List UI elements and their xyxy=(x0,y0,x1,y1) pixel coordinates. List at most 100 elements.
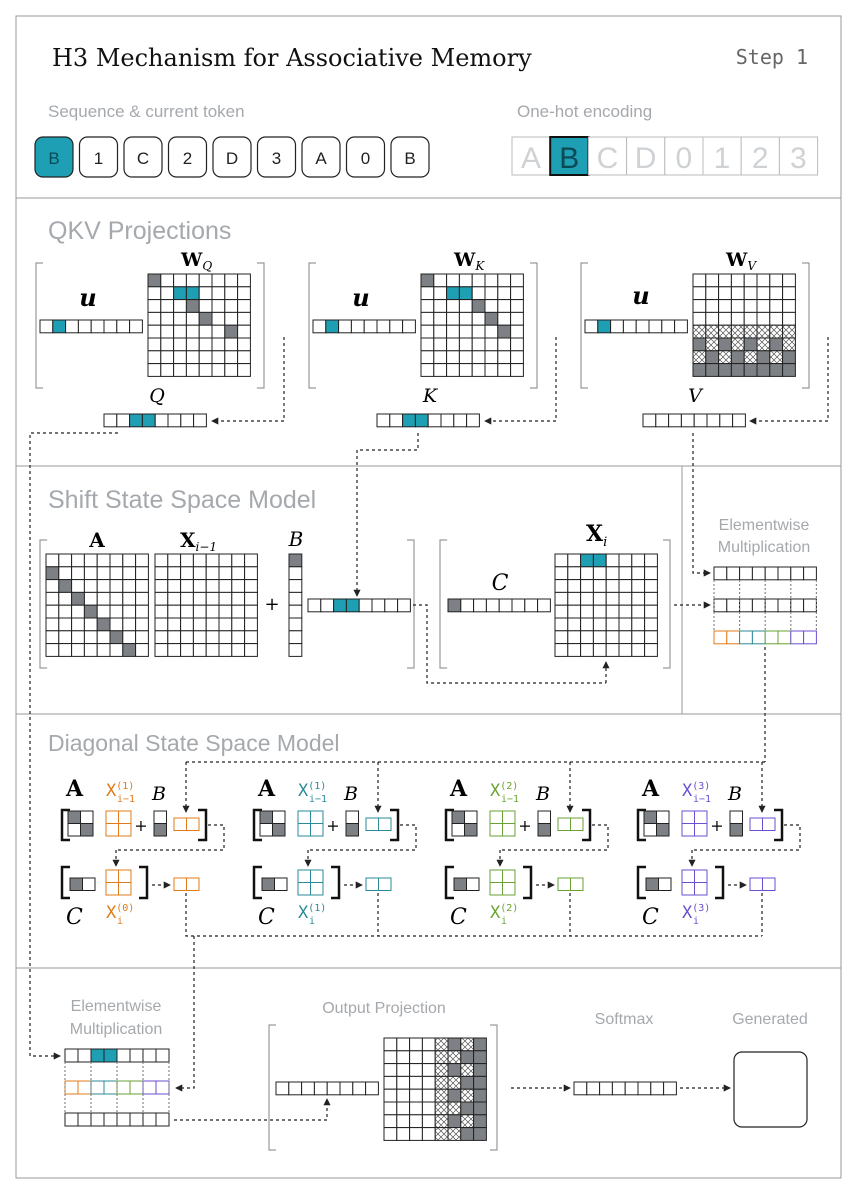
xi-matrix-cell xyxy=(592,643,607,657)
diag-k-vector-cell xyxy=(173,817,187,831)
bottom-result-vector-cell xyxy=(116,1112,131,1127)
x-prev-matrix xyxy=(154,553,258,657)
a-matrix-cell xyxy=(122,566,137,581)
x-prev-matrix-cell xyxy=(218,591,233,606)
bottom-q-vector-cell xyxy=(64,1048,79,1063)
wq-matrix-cell xyxy=(160,363,175,377)
onehot-cell-label: B xyxy=(559,142,579,175)
diag-label-xi-sup: (0) xyxy=(116,903,134,914)
a-matrix-cell xyxy=(135,566,149,581)
output-matrix-cell xyxy=(447,1037,462,1052)
a-matrix-cell xyxy=(58,553,73,568)
a-matrix-cell xyxy=(109,591,124,606)
diag-c-vector-cell xyxy=(261,877,275,891)
wv-matrix-cell xyxy=(705,286,720,301)
wk-matrix-cell xyxy=(471,299,486,313)
wk-to-k-arrow xyxy=(484,337,557,425)
wk-matrix-cell xyxy=(420,286,435,301)
b-vector-cell xyxy=(288,604,303,619)
wv-matrix-cell xyxy=(692,311,707,326)
wv-matrix-cell xyxy=(718,337,732,352)
shift-plus: + xyxy=(264,594,279,615)
xi-matrix-cell xyxy=(644,553,658,568)
output-matrix xyxy=(383,1037,487,1141)
diag-c-vector-cell xyxy=(69,877,83,891)
diag-label-x-prev-sub: i−1 xyxy=(693,794,711,805)
wq-matrix-cell xyxy=(237,363,251,377)
shift-mult-line1: Elementwise xyxy=(719,517,810,534)
a-matrix-cell xyxy=(45,630,60,645)
a-matrix-cell xyxy=(109,604,124,619)
wv-matrix-cell xyxy=(705,337,720,352)
a-matrix-cell xyxy=(83,579,98,593)
output-matrix-cell xyxy=(473,1114,487,1129)
diag-a-matrix-cell xyxy=(259,810,273,824)
u-vector-cell xyxy=(389,319,404,334)
x-prev-matrix-cell xyxy=(231,617,246,632)
panels xyxy=(15,15,842,1179)
wv-matrix-cell xyxy=(718,286,732,301)
bottom-mult-line2: Multiplication xyxy=(70,1021,162,1038)
diag-b-vector xyxy=(153,810,167,837)
diag-a-matrix-cell xyxy=(80,810,94,824)
wq-matrix-cell xyxy=(185,273,200,288)
wq-matrix-cell xyxy=(185,363,200,377)
b-vector-cell xyxy=(288,630,303,645)
x-prev-matrix-cell xyxy=(205,591,220,606)
qkv-bracket-right xyxy=(802,262,810,389)
u-vector-cell xyxy=(584,319,599,334)
u-vector-cell xyxy=(65,319,79,334)
diag-bracket-right xyxy=(390,808,400,842)
wk-matrix-cell xyxy=(420,311,435,326)
output-matrix-cell xyxy=(447,1127,462,1141)
diag-label-xi-main: X xyxy=(490,903,501,923)
output-matrix-cell xyxy=(383,1101,398,1116)
wq-matrix-cell xyxy=(147,363,162,377)
wv-matrix-cell xyxy=(705,273,720,288)
c-vector-cell xyxy=(524,598,539,613)
output-matrix-cell xyxy=(447,1063,462,1077)
step-label: Step 1 xyxy=(736,45,808,69)
xi-matrix-cell xyxy=(554,617,569,632)
wq-matrix-cell xyxy=(147,337,162,352)
softmax-vector-cell xyxy=(586,1081,601,1096)
mult-v-vector-cell xyxy=(751,566,766,581)
diag-label-x-prev: X(1)i−1 xyxy=(106,781,135,805)
v-vector-cell xyxy=(719,413,734,428)
bottom-result-vector-cell xyxy=(103,1112,118,1127)
output-matrix-cell xyxy=(473,1101,487,1116)
diag-label-x-prev: X(1)i−1 xyxy=(298,781,327,805)
x-prev-matrix-cell xyxy=(231,604,246,619)
diag-label-xi-main: X xyxy=(298,903,309,923)
xi-matrix-cell xyxy=(631,579,646,593)
diag-bracket-left-2 xyxy=(252,865,262,900)
xi-matrix-cell xyxy=(592,566,607,581)
label-u-q: u xyxy=(79,283,96,312)
generated-label: Generated xyxy=(732,1011,808,1028)
a-matrix-cell xyxy=(83,630,98,645)
mult-result-vector-cell xyxy=(713,630,728,645)
wk-matrix-cell xyxy=(446,350,460,365)
a-matrix-cell xyxy=(45,643,60,657)
wv-matrix-cell xyxy=(692,324,707,339)
diag-a-matrix xyxy=(259,810,286,837)
xi-matrix-cell xyxy=(592,579,607,593)
wk-matrix-cell xyxy=(433,299,448,313)
shift-bracket-right xyxy=(407,539,415,669)
wv-matrix-cell xyxy=(769,286,784,301)
softmax-vector-cell xyxy=(599,1081,613,1096)
wv-matrix-cell xyxy=(756,337,771,352)
output-matrix-cell xyxy=(434,1127,449,1141)
wv-matrix-cell xyxy=(730,363,745,377)
wk-matrix-cell xyxy=(420,273,435,288)
wk-matrix-cell xyxy=(433,311,448,326)
diag-label-x-prev-sup: (1) xyxy=(116,781,134,792)
x-prev-matrix-cell xyxy=(167,643,182,657)
wq-matrix-cell xyxy=(173,311,187,326)
output-matrix-cell xyxy=(460,1063,475,1077)
xi-matrix-cell xyxy=(580,630,594,645)
sequence-token-label: 2 xyxy=(183,149,192,168)
shift-label-x-sub: i−1 xyxy=(196,540,218,554)
wk-matrix-cell xyxy=(458,299,473,313)
diag-xi-matrix-cell xyxy=(105,882,119,896)
